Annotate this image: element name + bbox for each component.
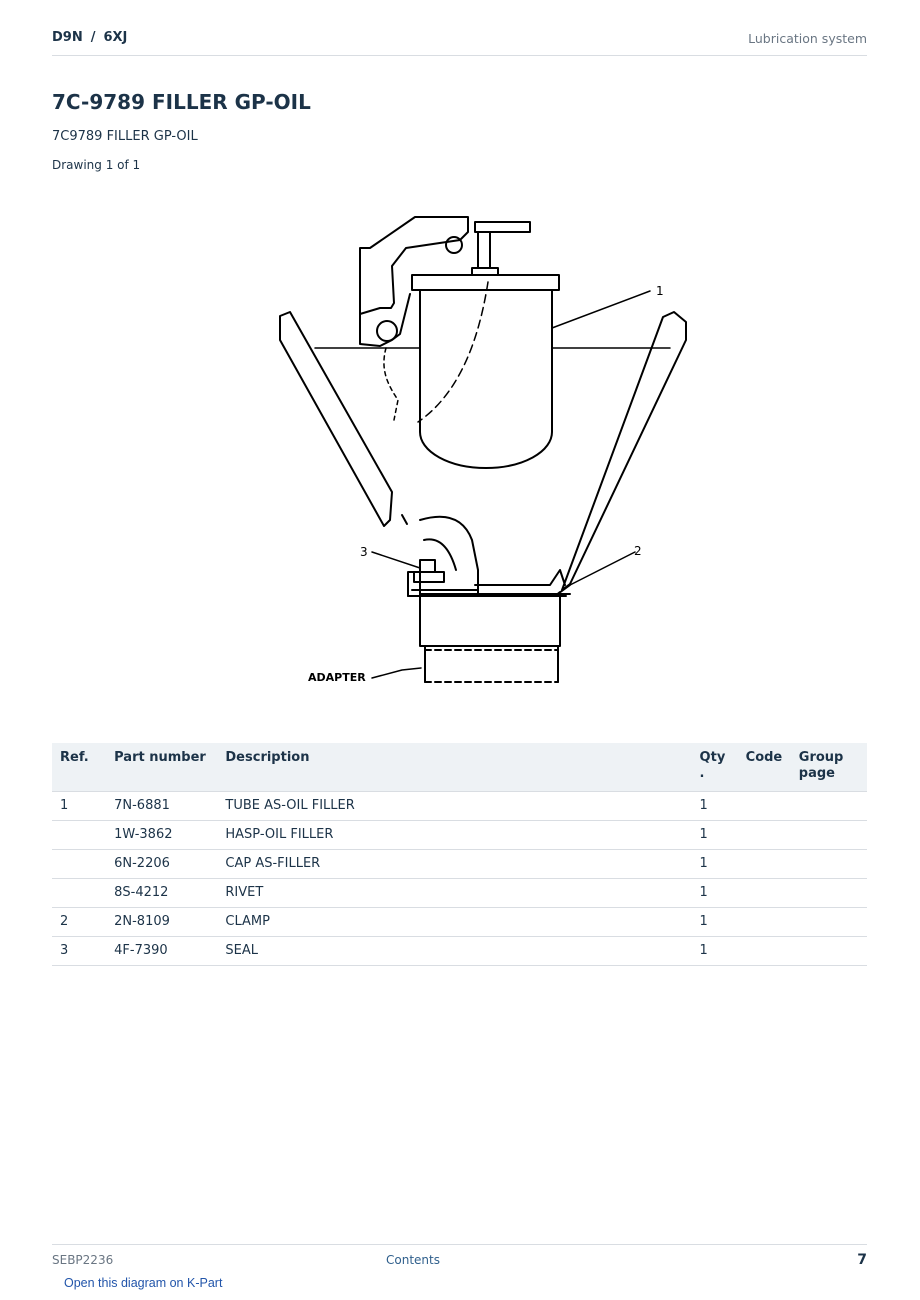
section-name: Lubrication system — [748, 31, 867, 46]
row-description: TUBE AS-OIL FILLER — [217, 791, 692, 821]
hasp-part — [359, 216, 531, 347]
cap-part — [411, 267, 560, 291]
clamp-part — [401, 514, 566, 597]
row-qty: 1 — [691, 907, 738, 937]
row-code — [737, 820, 791, 850]
row-description: RIVET — [217, 878, 692, 908]
row-code — [737, 907, 791, 937]
row-ref: 3 — [52, 936, 107, 966]
funnel-body — [279, 311, 687, 597]
row-description: HASP-OIL FILLER — [217, 820, 692, 850]
drawing-count: Drawing 1 of 1 — [52, 158, 141, 172]
table-row: 6N-2206 CAP AS-FILLER 1 — [52, 849, 867, 879]
row-ref: 1 — [52, 791, 107, 821]
row-part-number: 2N-8109 — [106, 907, 218, 937]
parts-diagram: 1 2 3 ADAPTER — [220, 190, 700, 710]
row-part-number: 7N-6881 — [106, 791, 218, 821]
page-header: D9N / 6XJ Lubrication system — [52, 28, 867, 56]
tube-part — [417, 281, 553, 469]
page-title: 7C-9789 FILLER GP-OIL — [52, 90, 311, 114]
row-group-page — [790, 849, 867, 879]
col-code: Code — [737, 743, 791, 792]
page-number: 7 — [857, 1252, 867, 1268]
row-qty: 1 — [691, 849, 738, 879]
row-qty: 1 — [691, 791, 738, 821]
row-code — [737, 936, 791, 966]
callout-1: 1 — [656, 284, 664, 298]
row-part-number: 1W-3862 — [106, 820, 218, 850]
row-description: CLAMP — [217, 907, 692, 937]
leader-lines — [371, 290, 651, 679]
row-description: SEAL — [217, 936, 692, 966]
adapter-part — [419, 595, 561, 683]
adapter-label: ADAPTER — [308, 671, 366, 684]
row-group-page — [790, 878, 867, 908]
table-row: 2 2N-8109 CLAMP 1 — [52, 907, 867, 937]
col-group-page: Group page — [790, 743, 867, 792]
table-row: 1 7N-6881 TUBE AS-OIL FILLER 1 — [52, 791, 867, 821]
model-breadcrumb: D9N / 6XJ — [52, 30, 127, 45]
row-part-number: 8S-4212 — [106, 878, 218, 908]
parts-table: Ref. Part number Description Qty . Code … — [52, 743, 867, 966]
col-part-number: Part number — [106, 743, 218, 792]
col-qty: Qty . — [691, 743, 738, 792]
row-ref — [52, 878, 107, 908]
col-description: Description — [217, 743, 692, 792]
callout-2: 2 — [634, 544, 642, 558]
row-code — [737, 849, 791, 879]
row-part-number: 4F-7390 — [106, 936, 218, 966]
document-id: SEBP2236 — [52, 1253, 114, 1267]
row-code — [737, 791, 791, 821]
kpart-diagram-link[interactable]: Open this diagram on K-Part — [64, 1276, 223, 1290]
row-part-number: 6N-2206 — [106, 849, 218, 879]
row-qty: 1 — [691, 878, 738, 908]
row-group-page — [790, 907, 867, 937]
table-row: 3 4F-7390 SEAL 1 — [52, 936, 867, 966]
row-ref — [52, 849, 107, 879]
callout-3: 3 — [360, 545, 368, 559]
row-qty: 1 — [691, 820, 738, 850]
row-description: CAP AS-FILLER — [217, 849, 692, 879]
contents-link[interactable]: Contents — [386, 1253, 440, 1267]
row-group-page — [790, 791, 867, 821]
row-qty: 1 — [691, 936, 738, 966]
table-header-row: Ref. Part number Description Qty . Code … — [52, 743, 867, 792]
model-name: D9N — [52, 30, 83, 45]
seal-part — [407, 571, 571, 597]
row-group-page — [790, 936, 867, 966]
page-footer: SEBP2236 Contents 7 — [52, 1244, 867, 1275]
breadcrumb-separator: / — [90, 30, 96, 45]
serial-prefix: 6XJ — [103, 30, 128, 45]
table-row: 8S-4212 RIVET 1 — [52, 878, 867, 908]
table-row: 1W-3862 HASP-OIL FILLER 1 — [52, 820, 867, 850]
row-group-page — [790, 820, 867, 850]
col-ref: Ref. — [52, 743, 107, 792]
page-subtitle: 7C9789 FILLER GP-OIL — [52, 129, 198, 144]
row-ref — [52, 820, 107, 850]
row-ref: 2 — [52, 907, 107, 937]
chain-part — [383, 347, 399, 421]
row-code — [737, 878, 791, 908]
